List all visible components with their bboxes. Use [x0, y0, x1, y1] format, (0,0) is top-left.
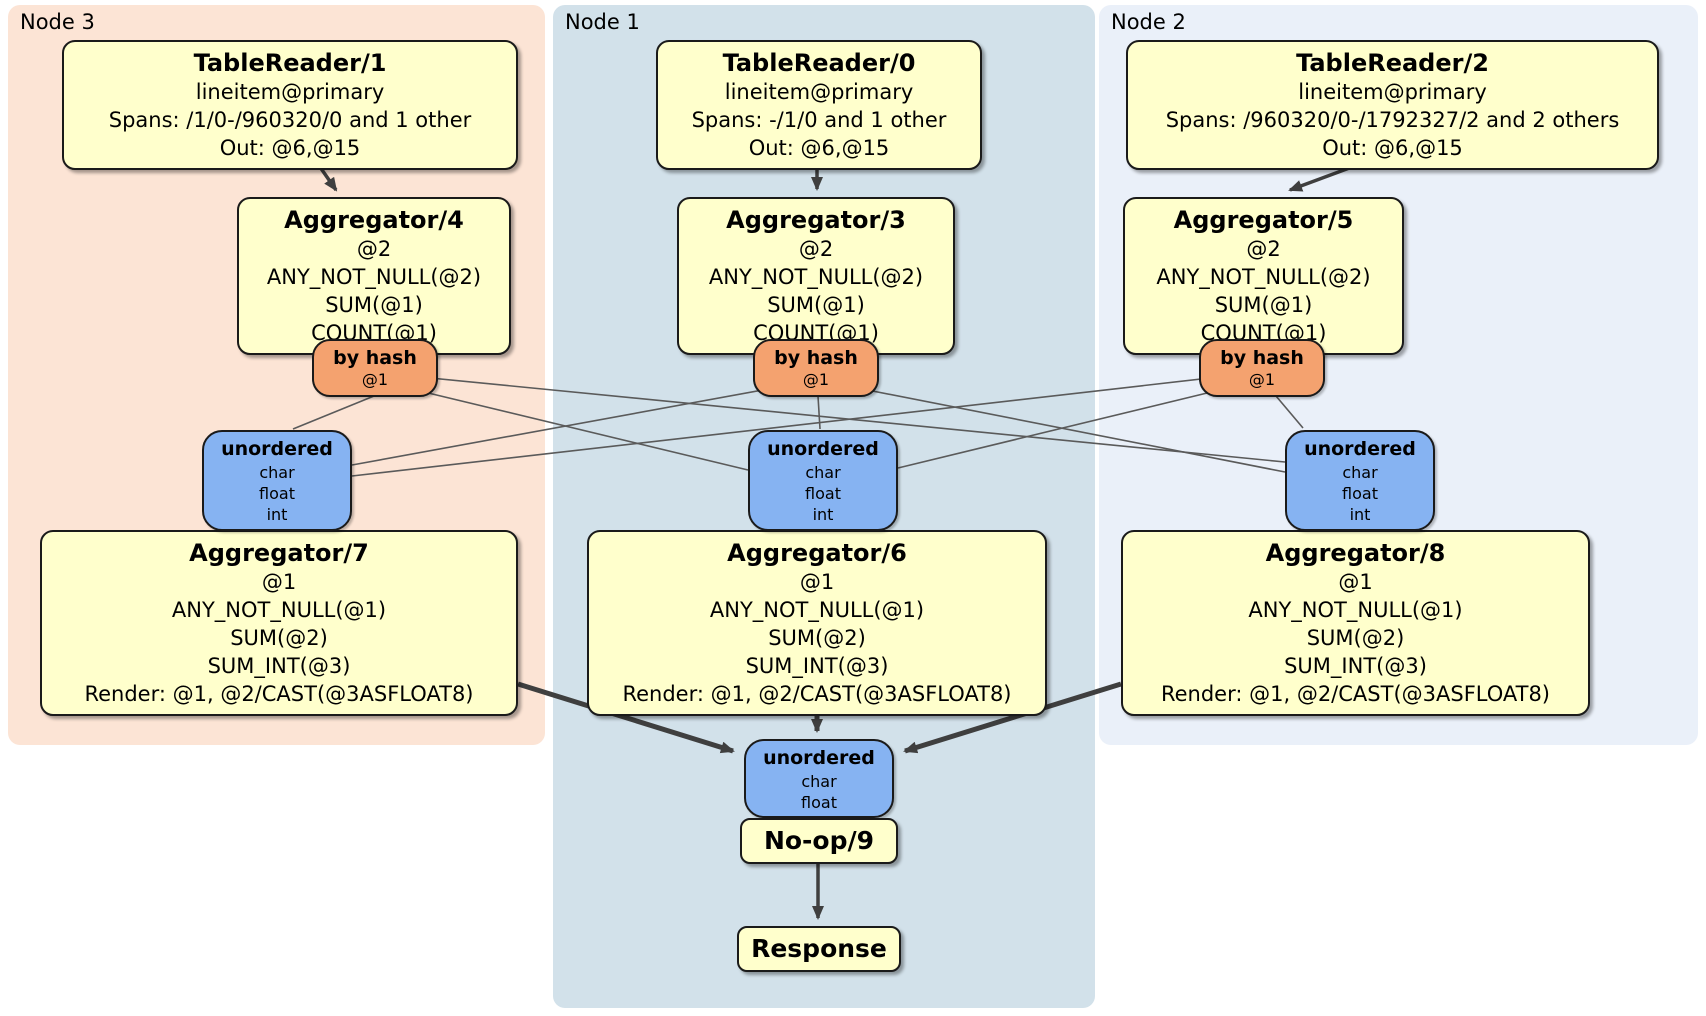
processor-title: TableReader/0: [722, 49, 916, 77]
processor-aggregator-5: Aggregator/5 @2 ANY_NOT_NULL(@2) SUM(@1)…: [1123, 197, 1404, 355]
processor-group-line: @1: [261, 570, 297, 594]
router-by-hash-5: by hash @1: [1199, 339, 1325, 397]
processor-agg-line: SUM(@2): [768, 626, 866, 650]
processor-title: Aggregator/3: [726, 206, 906, 234]
node1-label: Node 1: [565, 10, 640, 34]
processor-agg-line: ANY_NOT_NULL(@1): [1248, 598, 1463, 622]
sync-column-type: float: [259, 484, 295, 503]
sync-unordered-left: unordered char float int: [202, 430, 352, 531]
processor-title: Aggregator/7: [189, 539, 369, 567]
processor-agg-line: SUM(@1): [767, 293, 865, 317]
processor-title: Aggregator/8: [1265, 539, 1446, 567]
processor-group-line: @1: [1338, 570, 1373, 594]
processor-out-line: Out: @6,@15: [219, 136, 361, 160]
processor-spans-line: Spans: -/1/0 and 1 other: [691, 108, 947, 132]
sync-column-type: int: [266, 505, 288, 524]
sync-type: unordered: [221, 438, 333, 460]
processor-render-line: Render: @1, @2/CAST(@3ASFLOAT8): [622, 682, 1012, 706]
processor-agg-line: SUM_INT(@3): [745, 654, 889, 678]
router-columns: @1: [361, 370, 389, 389]
processor-tablereader-1: TableReader/1 lineitem@primary Spans: /1…: [62, 40, 518, 170]
processor-agg-line: SUM(@2): [1306, 626, 1405, 650]
processor-group-line: @1: [799, 570, 835, 594]
processor-index-line: lineitem@primary: [724, 80, 914, 104]
processor-index-line: lineitem@primary: [195, 80, 385, 104]
processor-index-line: lineitem@primary: [1298, 80, 1487, 104]
sync-unordered-final: unordered char float: [744, 739, 894, 818]
router-type: by hash: [1220, 347, 1304, 369]
processor-agg-line: ANY_NOT_NULL(@1): [709, 598, 925, 622]
node2-label: Node 2: [1111, 10, 1186, 34]
processor-noop-9: No-op/9: [740, 818, 898, 864]
processor-agg-line: ANY_NOT_NULL(@1): [171, 598, 387, 622]
processor-render-line: Render: @1, @2/CAST(@3ASFLOAT8): [84, 682, 474, 706]
sync-column-type: char: [805, 463, 841, 482]
sync-type: unordered: [767, 438, 879, 460]
response-box: Response: [737, 926, 901, 972]
processor-agg-line: ANY_NOT_NULL(@2): [1156, 265, 1371, 289]
processor-title: Response: [751, 934, 887, 963]
processor-agg-line: SUM_INT(@3): [207, 654, 351, 678]
sync-type: unordered: [763, 747, 875, 769]
processor-aggregator-7: Aggregator/7 @1 ANY_NOT_NULL(@1) SUM(@2)…: [40, 530, 518, 716]
processor-agg-line: SUM(@1): [325, 293, 423, 317]
sync-column-type: int: [1349, 505, 1371, 524]
processor-aggregator-3: Aggregator/3 @2 ANY_NOT_NULL(@2) SUM(@1)…: [677, 197, 955, 355]
router-by-hash-4: by hash @1: [312, 339, 438, 397]
processor-title: Aggregator/6: [727, 539, 907, 567]
processor-title: Aggregator/5: [1173, 206, 1354, 234]
sync-unordered-middle: unordered char float int: [748, 430, 898, 531]
sync-unordered-right: unordered char float int: [1285, 430, 1435, 531]
router-type: by hash: [333, 347, 417, 369]
sync-column-type: float: [1342, 484, 1378, 503]
processor-title: No-op/9: [763, 826, 875, 855]
processor-tablereader-2: TableReader/2 lineitem@primary Spans: /9…: [1126, 40, 1659, 170]
processor-out-line: Out: @6,@15: [748, 136, 890, 160]
processor-title: TableReader/1: [193, 49, 387, 77]
processor-agg-line: SUM(@2): [230, 626, 328, 650]
processor-out-line: Out: @6,@15: [1322, 136, 1463, 160]
processor-aggregator-8: Aggregator/8 @1 ANY_NOT_NULL(@1) SUM(@2)…: [1121, 530, 1590, 716]
sync-column-type: float: [805, 484, 841, 503]
router-columns: @1: [1248, 370, 1276, 389]
node3-label: Node 3: [20, 10, 95, 34]
processor-agg-line: SUM(@1): [1214, 293, 1313, 317]
processor-group-line: @2: [798, 237, 834, 261]
processor-aggregator-4: Aggregator/4 @2 ANY_NOT_NULL(@2) SUM(@1)…: [237, 197, 511, 355]
processor-spans-line: Spans: /1/0-/960320/0 and 1 other: [108, 108, 472, 132]
sync-column-type: char: [259, 463, 295, 482]
sync-column-type: int: [812, 505, 834, 524]
processor-agg-line: SUM_INT(@3): [1284, 654, 1427, 678]
processor-group-line: @2: [1246, 237, 1281, 261]
sync-type: unordered: [1304, 438, 1416, 460]
router-type: by hash: [774, 347, 858, 369]
processor-group-line: @2: [356, 237, 392, 261]
processor-render-line: Render: @1, @2/CAST(@3ASFLOAT8): [1160, 682, 1551, 706]
processor-agg-line: ANY_NOT_NULL(@2): [266, 265, 482, 289]
processor-agg-line: ANY_NOT_NULL(@2): [708, 265, 924, 289]
processor-title: TableReader/2: [1296, 49, 1489, 77]
router-columns: @1: [802, 370, 830, 389]
processor-spans-line: Spans: /960320/0-/1792327/2 and 2 others: [1165, 108, 1620, 132]
router-by-hash-3: by hash @1: [753, 339, 879, 397]
sync-column-type: char: [1342, 463, 1378, 482]
processor-aggregator-6: Aggregator/6 @1 ANY_NOT_NULL(@1) SUM(@2)…: [587, 530, 1047, 716]
processor-title: Aggregator/4: [284, 206, 464, 234]
processor-tablereader-0: TableReader/0 lineitem@primary Spans: -/…: [656, 40, 982, 170]
sync-column-type: float: [801, 793, 837, 812]
sync-column-type: char: [801, 772, 837, 791]
